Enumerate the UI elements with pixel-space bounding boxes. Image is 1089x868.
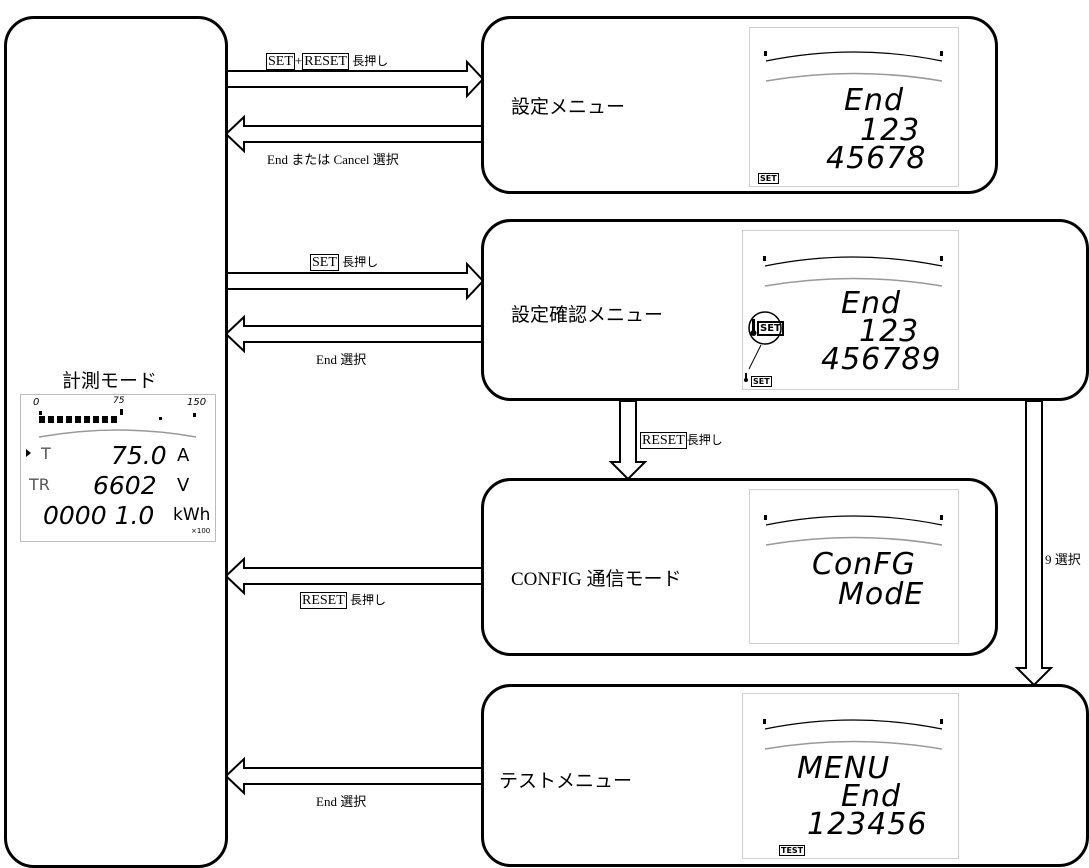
long-press-text: 長押し	[342, 255, 379, 269]
display-line-1: ConFG	[812, 547, 916, 582]
set-callout-tag: SET	[757, 321, 784, 336]
arrow-to-settings-menu	[225, 59, 485, 99]
display-line-1: MENU	[797, 751, 891, 786]
measure-mode-lcd: 0 75 150 T 75.0 A TR 6602 V 0000 1.0 kWh…	[20, 394, 216, 542]
settings-check-menu-lcd: SET End 123 456789 SET	[742, 230, 959, 390]
to-test-label: 9 選択	[1045, 552, 1081, 567]
from-test-label: End 選択	[316, 794, 367, 809]
test-menu-lcd: MENU End 123456 TEST	[742, 693, 959, 859]
config-mode-lcd: ConFG ModE	[749, 489, 959, 644]
long-press-text: 長押し	[350, 593, 387, 607]
display-line-1: End	[841, 286, 902, 321]
measure-mode-title: 計測モード	[62, 370, 158, 392]
row-unit-a: A	[177, 445, 190, 466]
row-value-current: 75.0	[111, 441, 167, 470]
from-check-label: End 選択	[316, 352, 367, 367]
arrow-from-check-menu	[224, 314, 484, 354]
arrow-from-settings-menu	[224, 114, 484, 154]
settings-menu-lcd: End 123 45678 SET	[749, 27, 959, 187]
display-line-1: End	[844, 83, 905, 118]
row-unit-kwh: kWh	[173, 505, 211, 525]
long-press-text: 長押し	[686, 433, 723, 447]
long-press-text: 長押し	[352, 54, 389, 68]
config-mode-title: CONFIG 通信モード	[511, 569, 682, 590]
scale-label-75: 75	[113, 396, 125, 406]
from-settings-label: End または Cancel 選択	[267, 152, 399, 167]
from-config-label: RESET 長押し	[300, 591, 386, 609]
arrow-from-test-menu	[224, 756, 484, 796]
plus-sign: +	[294, 53, 303, 68]
to-check-label: SET 長押し	[310, 253, 378, 271]
display-line-2: 123	[859, 314, 920, 349]
test-indicator: TEST	[779, 845, 806, 856]
display-line-2: End	[841, 779, 902, 814]
display-line-2: ModE	[838, 577, 925, 612]
settings-menu-title: 設定メニュー	[511, 97, 626, 118]
reset-key: RESET	[640, 432, 687, 449]
arrow-to-check-menu	[225, 261, 485, 301]
reset-key: RESET	[300, 592, 347, 609]
scale-label-0: 0	[33, 397, 40, 408]
row-unit-v: V	[177, 475, 190, 496]
arrow-to-config-mode	[608, 400, 648, 481]
display-line-2: 123	[860, 113, 921, 148]
set-key: SET	[266, 53, 295, 70]
row-label-tr: TR	[29, 475, 50, 494]
test-menu-title: テストメニュー	[499, 771, 633, 792]
multiplier-label: ×100	[191, 527, 211, 535]
row-value-energy: 0000 1.0	[43, 501, 155, 530]
to-settings-label: SET+RESET 長押し	[266, 52, 388, 70]
row-value-voltage: 6602	[93, 471, 157, 500]
reset-key: RESET	[302, 53, 350, 70]
arrow-from-config-mode	[224, 556, 484, 596]
row-label-t: T	[41, 444, 51, 463]
display-line-3: 123456	[807, 807, 928, 842]
settings-check-menu-title: 設定確認メニュー	[511, 305, 664, 326]
scale-label-150: 150	[187, 397, 207, 408]
set-key: SET	[310, 254, 339, 271]
display-line-3: 456789	[821, 342, 942, 377]
display-line-3: 45678	[826, 141, 927, 176]
set-indicator: SET	[751, 376, 772, 387]
set-indicator: SET	[758, 173, 779, 184]
arrow-to-test-menu	[1014, 400, 1054, 687]
